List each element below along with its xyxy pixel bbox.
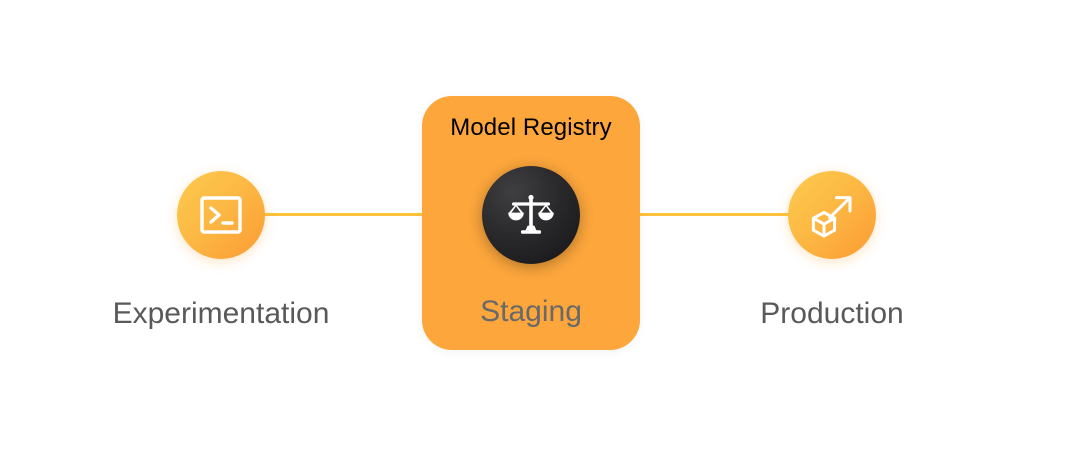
stage-node-model-registry[interactable]	[482, 166, 580, 264]
cube-arrow-icon	[806, 189, 858, 241]
stage-label-experimentation: Experimentation	[112, 297, 330, 330]
connector-staging-to-production	[634, 213, 806, 216]
model-registry-title: Model Registry	[450, 114, 612, 141]
terminal-icon	[196, 190, 246, 240]
staging-card[interactable]: Model Registry Staging	[422, 96, 640, 350]
stage-node-production[interactable]	[788, 171, 876, 259]
stage-node-experimentation[interactable]	[177, 171, 265, 259]
balance-scales-icon	[503, 187, 559, 243]
stage-label-production: Production	[760, 297, 904, 330]
stage-label-staging: Staging	[480, 295, 582, 328]
connector-experimentation-to-staging	[258, 213, 434, 216]
